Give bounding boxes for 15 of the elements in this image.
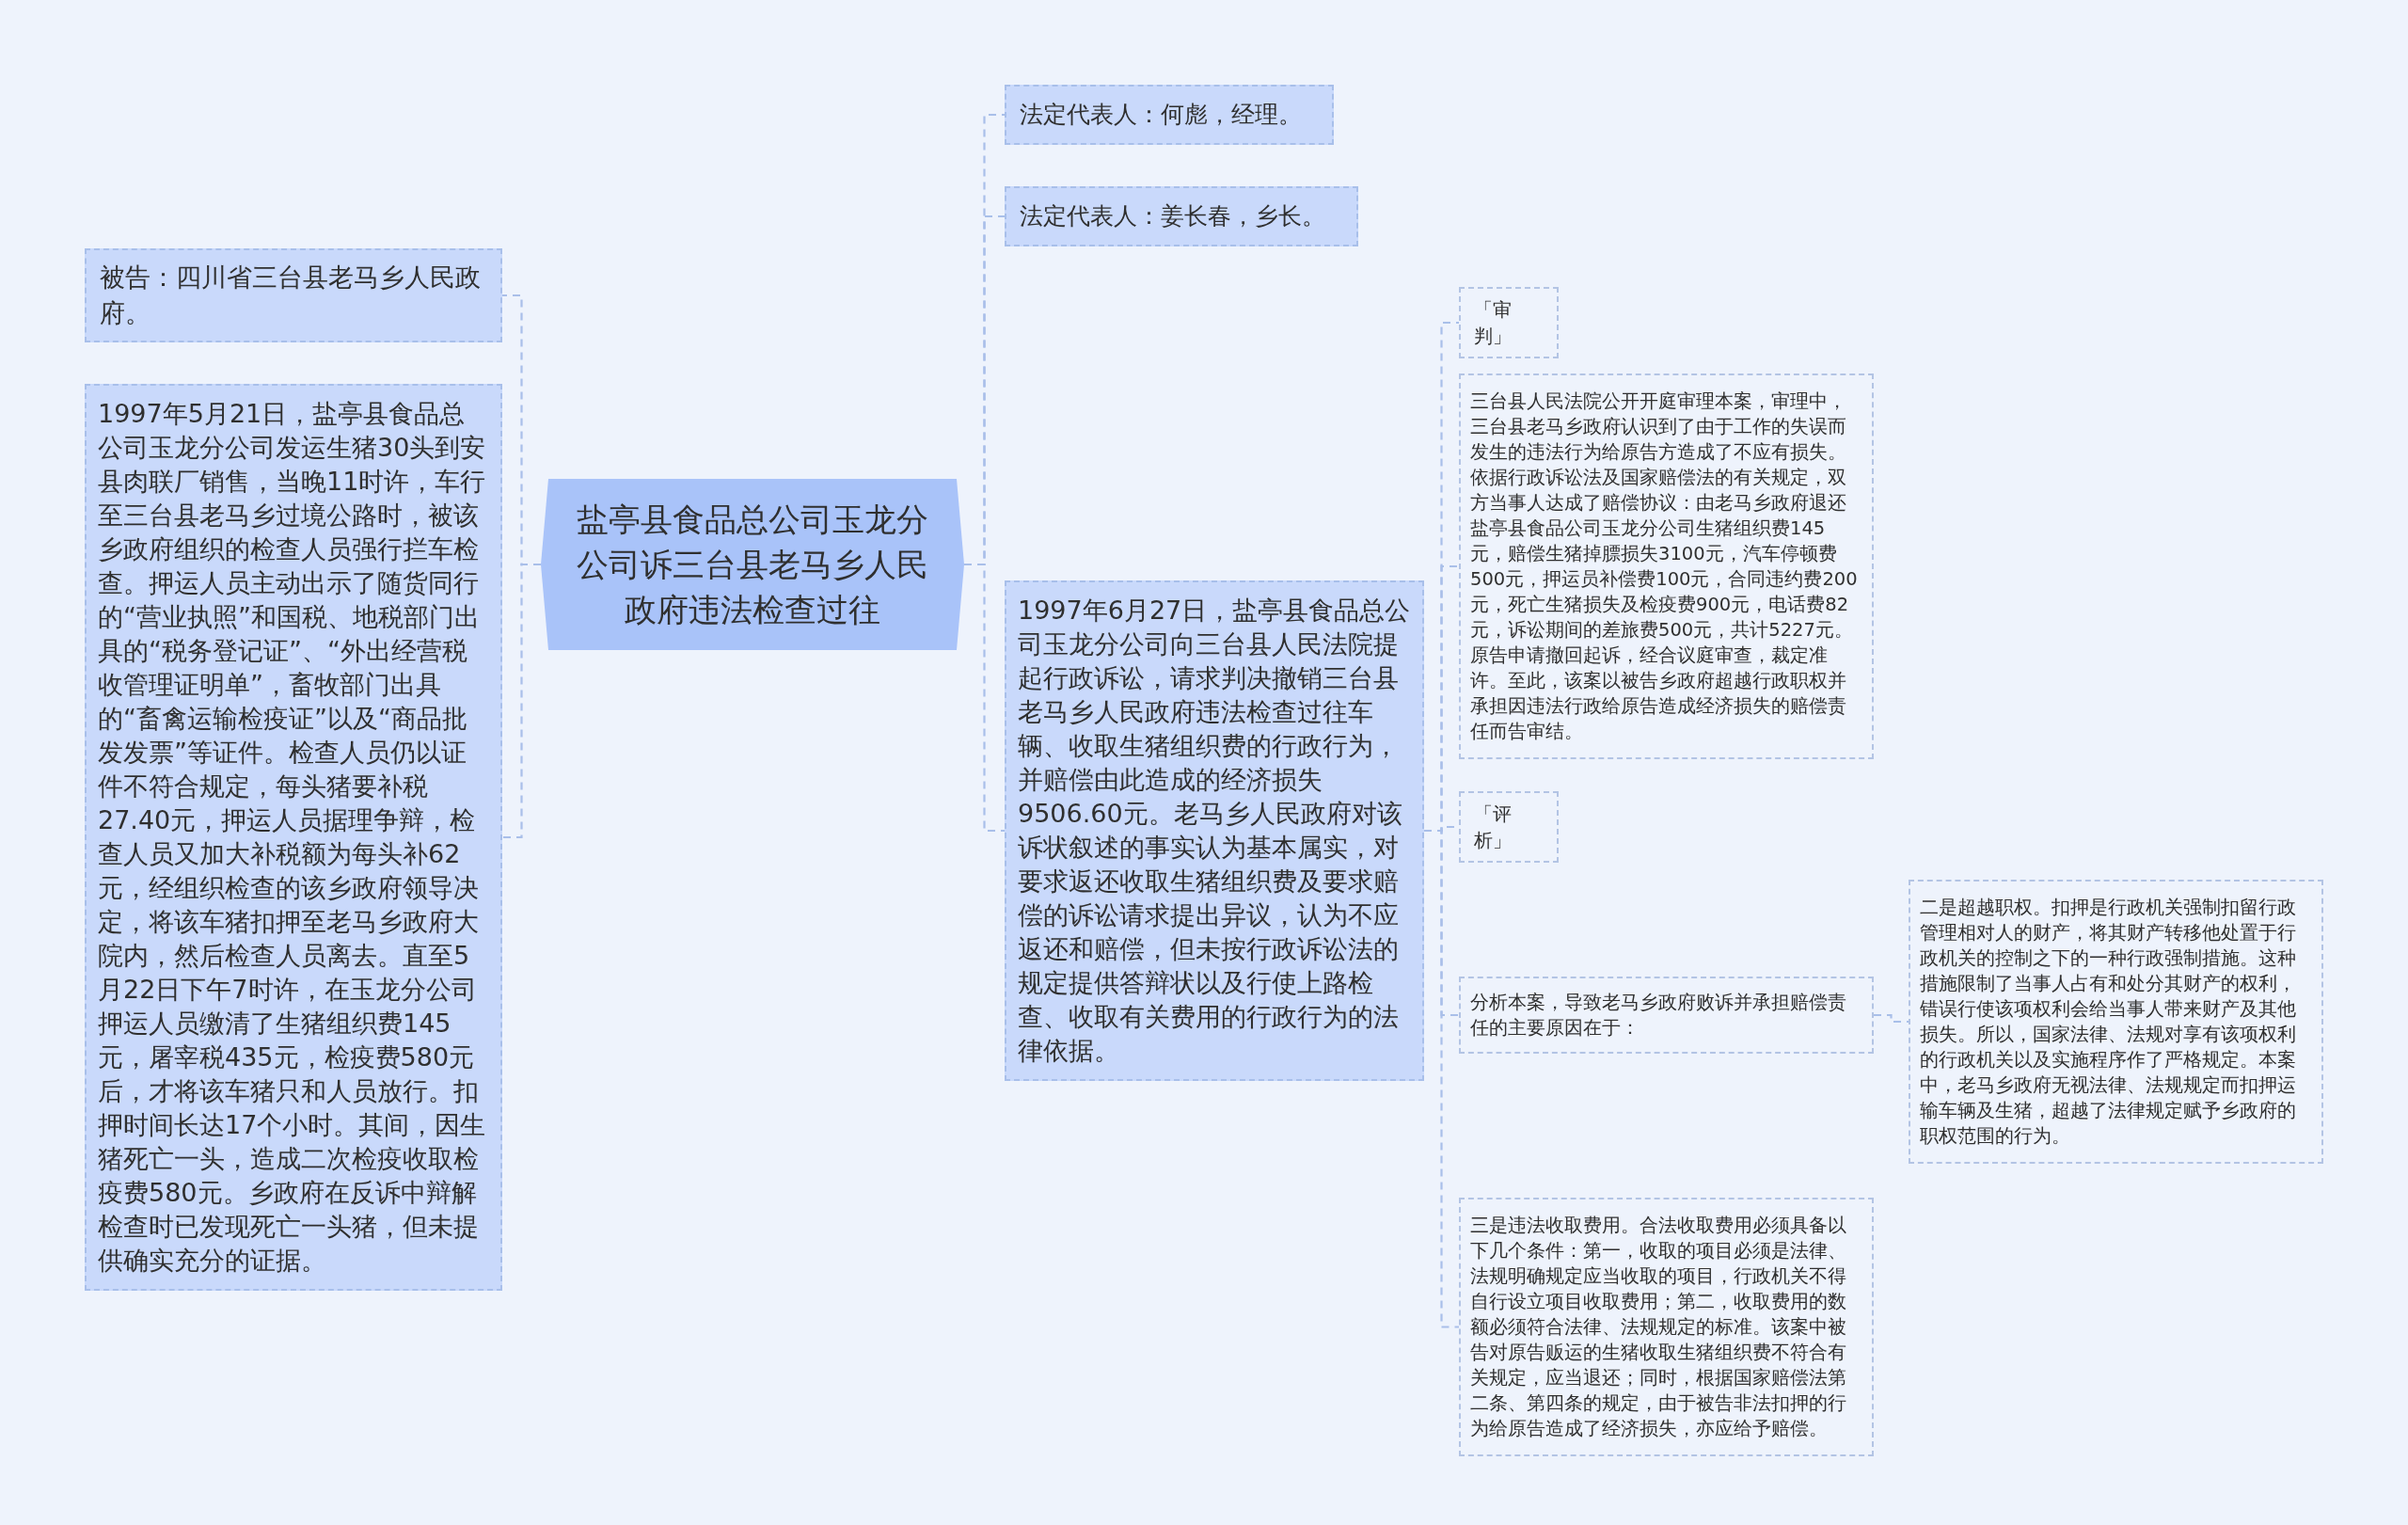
topic-box: 法定代表人：何彪，经理。: [1005, 85, 1334, 145]
topic-box: 1997年5月21日，盐亭县食品总公司玉龙分公司发运生猪30头到安县肉联厂销售，当晚11时许，车行至三台县老马乡过境公路时，被该乡政府组织的检查人员强行拦车检查。押运人员主动出示了随货同行的“营业执照”和国税、地税部门出具的“税务登记证”、“外出经营税收管理证明单”，畜牧部门出具的“畜禽运输检疫证”以及“商品批发发票”等证件。检查人员仍以证件不符合规定，每头猪要补税27.40元，押运人员据理争辩，检查人员又加大补税额为每头补62元，经组织检查的该乡政府领导决定，将该车猪扣押至老马乡政府大院内，然后检查人员离去。直至5月22日下午7时许，在玉龙分公司押运人员缴清了生猪组织费145元，屠宰税435元，检疫费580元后，才将该车猪只和人员放行。扣押时间长达17个小时。其间，因生猪死亡一头，造成二次检疫收取检疫费580元。乡政府在反诉中辩解检查时已发现死亡一头猪，但未提供确实充分的证据。: [85, 384, 502, 1291]
note-box: 二是超越职权。扣押是行政机关强制扣留行政管理相对人的财产，将其财产转移他处置于行政机关的控制之下的一种行政强制措施。这种措施限制了当事人占有和处分其财产的权利，错误行使该项权利会给当事人带来财产及其他损失。所以，国家法律、法规对享有该项权利的行政机关以及实施程序作了严格规定。本案中，老马乡政府无视法律、法规规定而扣押运输车辆及生猪，超越了法律规定赋予乡政府的职权范围的行为。: [1909, 880, 2323, 1164]
topic-box: 1997年6月27日，盐亭县食品总公司玉龙分公司向三台县人民法院提起行政诉讼，请求判决撤销三台县老马乡人民政府违法检查过往车辆、收取生猪组织费的行政行为，并赔偿由此造成的经济损失9506.60元。老马乡人民政府对该诉状叙述的事实认为基本属实，对要求返还收取生猪组织费及要求赔偿的诉讼请求提出异议，认为不应返还和赔偿，但未按行政诉讼法的规定提供答辩状以及行使上路检查、收取有关费用的行政行为的法律依据。: [1005, 580, 1424, 1081]
topic-box: 被告：四川省三台县老马乡人民政府。: [85, 248, 502, 342]
note-box: 「审判」: [1459, 287, 1559, 358]
connector-line: [1874, 1013, 1909, 1024]
connector-line: [964, 563, 1005, 833]
note-box: 三是违法收取费用。合法收取费用必须具备以下几个条件：第一，收取的项目必须是法律、法规明确规定应当收取的项目，行政机关不得自行设立项目收取费用；第二，收取费用的数额必须符合法律、法规规定的标准。该案中被告对原告贩运的生猪收取生猪组织费不符合有关规定，应当退还；同时，根据国家赔偿法第二条、第四条的规定，由于被告非法扣押的行为给原告造成了经济损失，亦应给予赔偿。: [1459, 1198, 1874, 1456]
note-box: 分析本案，导致老马乡政府败诉并承担赔偿责任的主要原因在于：: [1459, 977, 1874, 1054]
connector-line: [502, 563, 541, 839]
note-box: 「评析」: [1459, 791, 1559, 863]
topic-box: 法定代表人：姜长春，乡长。: [1005, 186, 1358, 246]
note-box: 三台县人民法院公开开庭审理本案，审理中，三台县老马乡政府认识到了由于工作的失误而发生的违法行为给原告方造成了不应有损失。依据行政诉讼法及国家赔偿法的有关规定，双方当事人达成了赔偿协议：由老马乡政府退还盐亭县食品公司玉龙分公司生猪组织费145元，赔偿生猪掉膘损失3100元，汽车停顿费500元，押运员补偿费100元，合同违约费200元，死亡生猪损失及检疫费900元，电话费82元，诉讼期间的差旅费500元，共计5227元。原告申请撤回起诉，经合议庭审查，裁定准许。至此，该案以被告乡政府超越行政职权并承担因违法行政给原告造成经济损失的赔偿责任而告审结。: [1459, 373, 1874, 759]
central-topic: 盐亭县食品总公司玉龙分公司诉三台县老马乡人民政府违法检查过往: [541, 479, 964, 650]
